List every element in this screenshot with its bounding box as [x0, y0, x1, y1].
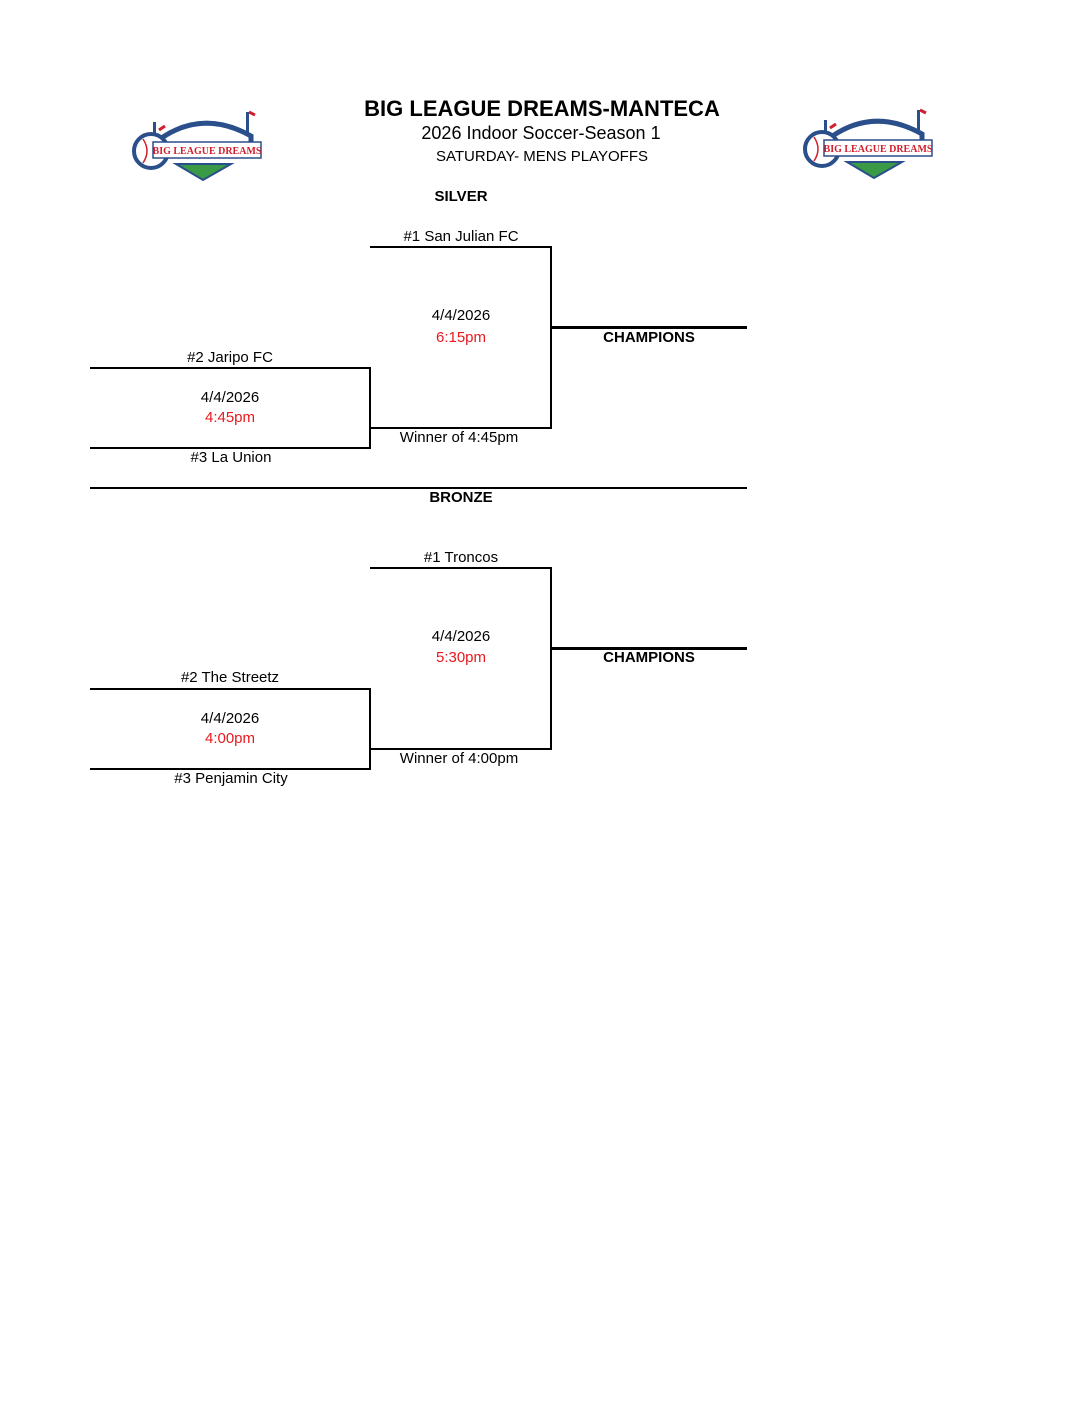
seed-2-team: #2 Jaripo FC [187, 349, 273, 366]
big-league-dreams-logo-left: BIG LEAGUE DREAMS [132, 110, 262, 182]
bracket-line [90, 688, 371, 690]
bracket-line [369, 688, 371, 770]
bracket-line [90, 768, 371, 770]
semi-time: 4:00pm [204, 730, 256, 747]
seed-3-team: #3 La Union [190, 449, 272, 466]
winner-label: Winner of 4:00pm [399, 750, 519, 767]
bracket-line [550, 246, 552, 429]
champions-line [551, 326, 747, 329]
bracket-line [90, 447, 371, 449]
section-divider [90, 487, 747, 489]
page-subtitle-2: SATURDAY- MENS PLAYOFFS [436, 148, 648, 165]
bracket-line [370, 427, 552, 429]
final-time: 5:30pm [435, 649, 487, 666]
semi-date: 4/4/2026 [200, 389, 260, 406]
seed-3-team: #3 Penjamin City [174, 770, 288, 787]
seed-1-team: #1 Troncos [423, 549, 499, 566]
champions-label: CHAMPIONS [603, 649, 695, 666]
svg-text:BIG LEAGUE DREAMS: BIG LEAGUE DREAMS [153, 146, 262, 157]
champions-line [551, 647, 747, 650]
svg-text:BIG LEAGUE DREAMS: BIG LEAGUE DREAMS [824, 144, 933, 155]
champions-label: CHAMPIONS [603, 329, 695, 346]
division-label: BRONZE [429, 489, 493, 506]
page-title: BIG LEAGUE DREAMS-MANTECA [364, 96, 720, 121]
final-date: 4/4/2026 [431, 628, 491, 645]
page-subtitle: 2026 Indoor Soccer-Season 1 [421, 123, 661, 143]
final-date: 4/4/2026 [431, 307, 491, 324]
bracket-line [550, 567, 552, 750]
bracket-line [370, 246, 552, 248]
bracket-line [370, 748, 552, 750]
semi-time: 4:45pm [204, 409, 256, 426]
final-time: 6:15pm [435, 329, 487, 346]
semi-date: 4/4/2026 [200, 710, 260, 727]
winner-label: Winner of 4:45pm [399, 429, 519, 446]
bracket-line [370, 567, 552, 569]
bracket-line [90, 367, 371, 369]
big-league-dreams-logo-right: BIG LEAGUE DREAMS [803, 108, 933, 180]
seed-2-team: #2 The Streetz [180, 669, 280, 686]
division-label: SILVER [434, 188, 488, 205]
seed-1-team: #1 San Julian FC [403, 228, 519, 245]
bracket-line [369, 367, 371, 449]
